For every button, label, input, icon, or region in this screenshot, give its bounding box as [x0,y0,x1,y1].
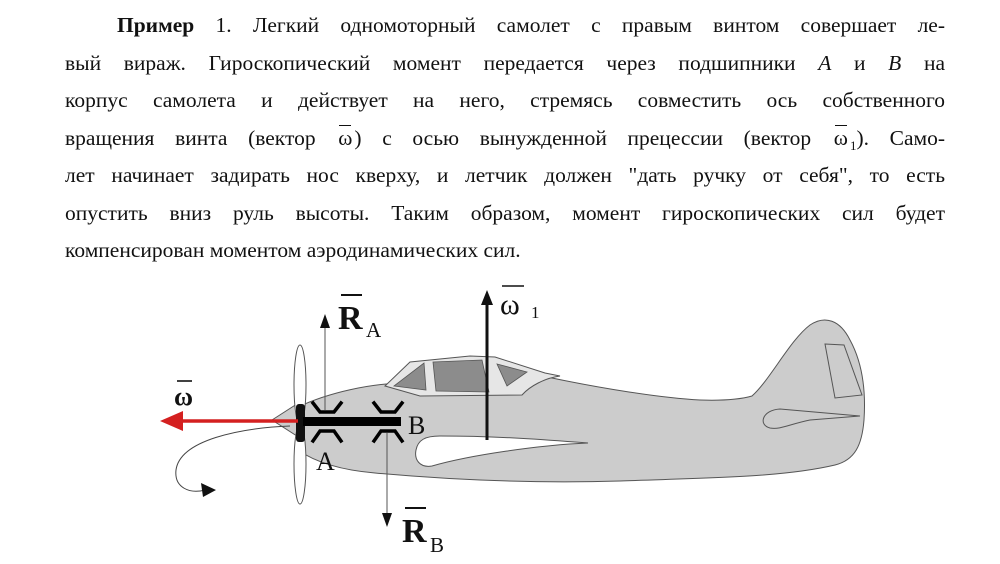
bearing-a-var: A [818,50,832,75]
example-label: Пример [117,13,195,37]
canopy-middle-window [432,359,490,393]
canopy-rear-window [496,363,528,387]
omega-label: ω [174,382,193,411]
ra-label: R [338,300,363,337]
ra-subscript: A [366,318,382,342]
bearing-a-label: A [316,447,335,476]
propeller-hub [296,404,305,442]
propeller-spinner [271,401,301,439]
paragraph-line-2: вый вираж. Гироскопический момент переда… [65,45,945,83]
line-text: Легкий одномоторный самолет с правым вин… [231,13,946,37]
line-text: и [831,50,889,75]
line-text: ) с осью вынужденной прецессии (вектор [354,125,832,150]
paragraph-line-7: компенсирован моментом аэродинамических … [65,238,521,262]
line-text: вый вираж. Гироскопический момент переда… [65,50,819,75]
rotation-direction-arrow [175,425,291,492]
line-text: на [901,50,945,75]
example-paragraph: Пример 1. Легкий одномоторный самолет с … [65,7,945,270]
propeller-blade-bottom [293,423,307,505]
canopy-frame [384,355,561,397]
example-number: 1. [215,13,232,37]
horizontal-stabilizer [762,408,861,429]
omega1-arrowhead [481,290,493,305]
paragraph-line-5: лет начинает задирать нос кверху, и летч… [65,163,945,187]
bearing-a-icon [310,400,344,444]
rb-label: R [402,513,427,550]
rb-subscript: B [430,533,444,557]
canopy-front-window [392,362,427,391]
wing-root-cutout [415,435,589,467]
paragraph-line-3: корпус самолета и действует на него, стр… [65,88,945,112]
omega1-subscript: 1 [531,303,540,322]
bearing-b-label: B [408,411,425,440]
paragraph-line-4: вращения винта (вектор ω) с осью вынужде… [65,120,945,158]
rudder-panel [824,343,863,399]
propeller-blade-top [293,344,307,426]
airplane-fuselage [297,319,865,483]
line-text: ). Само- [856,125,946,150]
paragraph-line-1: Пример 1. Легкий одномоторный самолет с … [65,7,945,45]
ra-arrowhead [320,314,330,328]
omega1-subscript: 1 [849,137,857,153]
omega-arrowhead [160,411,183,431]
bearing-b-icon [371,400,405,444]
rb-arrowhead [382,513,392,527]
bearing-b-var: B [888,50,902,75]
omega-vector-symbol: ω [336,120,354,158]
propeller-shaft [303,417,401,426]
omega1-label: ω [500,288,520,321]
line-text: вращения винта (вектор [65,125,337,150]
omega1-vector-symbol: ω [832,120,850,158]
paragraph-line-6: опустить вниз руль высоты. Таким образом… [65,200,945,225]
rotation-arrowhead [201,483,216,497]
